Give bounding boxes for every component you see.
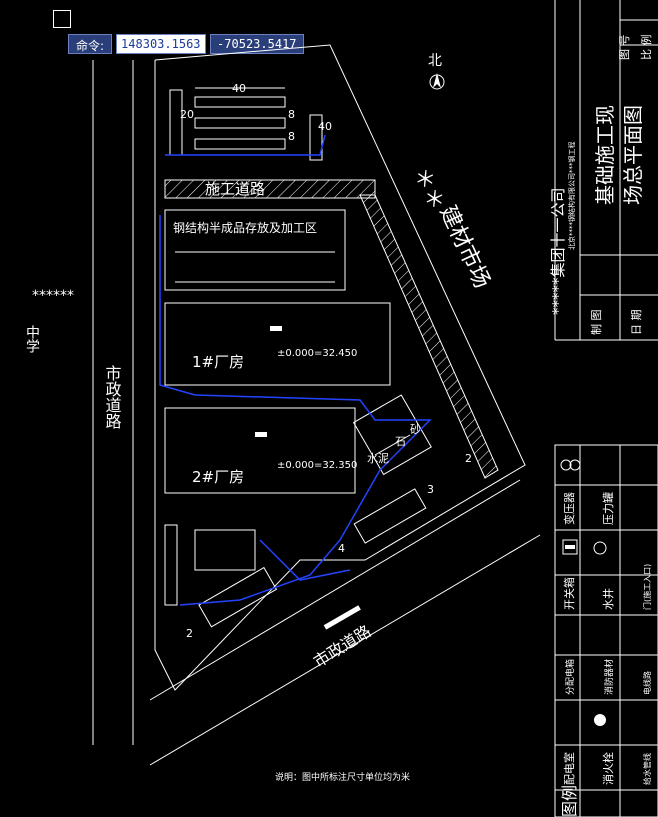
title-block — [554, 0, 658, 341]
factory-2 — [164, 407, 356, 494]
site-boundary — [154, 44, 526, 691]
num-2b: 2 — [186, 627, 193, 640]
selection-box[interactable] — [53, 10, 71, 28]
bottom-road-line — [149, 534, 541, 766]
municipal-road-left-label: 市政道路 — [103, 365, 122, 429]
sand-label: 砂 — [410, 423, 421, 436]
construction-road-label: 施工道路 — [205, 180, 265, 198]
bottom-buildings — [164, 488, 427, 628]
legend-switch-box: 开关箱 — [562, 577, 576, 610]
date-label: 日 期 — [630, 310, 643, 336]
company-name: *****集团十一公司 — [549, 187, 567, 315]
north-label: 北 — [428, 53, 442, 69]
num-4: 4 — [338, 542, 345, 555]
dim-40-right: 40 — [318, 120, 332, 133]
material-sheds — [352, 394, 432, 476]
fig-no-label: 图 号 — [618, 35, 631, 61]
factory-1-elevation: ±0.000=32.450 — [277, 348, 357, 359]
legend-transformer: 变压器 — [562, 492, 576, 525]
legend-water-pipe: 给水管线 — [642, 753, 652, 785]
num-2a: 2 — [465, 452, 472, 465]
drawing-note: 说明：图中所标注尺寸单位均为米 — [275, 771, 410, 783]
x-coordinate-input[interactable]: 148303.1563 — [116, 34, 207, 54]
legend-duty-room: 配电室 — [562, 752, 576, 785]
command-label: 命令: — [68, 34, 113, 54]
scale-label: 比 例 — [639, 35, 653, 61]
factory-2-label: 2#厂房 — [192, 468, 244, 486]
legend-hydrant: 消火栓 — [601, 752, 615, 785]
school-label: 中学 — [24, 325, 40, 353]
bottom-road-line — [149, 479, 521, 701]
market-label: 建材市场 — [435, 202, 495, 292]
school-stars: ****** — [32, 288, 74, 304]
steel-yard-label: 钢结构半成品存放及加工区 — [173, 220, 317, 235]
construction-road — [164, 179, 376, 199]
legend-title: 图例 — [560, 785, 579, 817]
num-3: 3 — [427, 483, 434, 496]
water-pipe-line — [159, 215, 432, 606]
market-wall — [359, 194, 499, 479]
water-pipe-line — [259, 539, 351, 581]
legend-distribution-box: 分配电箱 — [564, 659, 576, 695]
factory-2-elevation: ±0.000=32.350 — [277, 460, 357, 471]
market-stars: ＊＊ — [408, 164, 449, 214]
dormitory-group — [169, 87, 323, 161]
legend-fire-device: 消防器材 — [603, 659, 615, 695]
draw-label: 制 图 — [590, 310, 603, 336]
dim-40-top: 40 — [232, 82, 246, 95]
legend-gate: 门(施工入口) — [642, 564, 652, 610]
factory-1-label: 1#厂房 — [192, 353, 244, 371]
drawing-title-1: 基础施工现 — [593, 105, 617, 205]
dim-8b: 8 — [288, 130, 295, 143]
small-company-name: 北京****钢结构有限公司***钢工程 — [567, 142, 576, 251]
legend-pressure-tank: 压力罐 — [602, 492, 615, 525]
legend-well: 水井 — [601, 588, 615, 610]
water-pipe-line — [165, 134, 326, 156]
legend-block — [554, 444, 658, 817]
command-bar: 命令: 148303.1563 -70523.5417 — [68, 34, 305, 54]
legend-power-line: 电线路 — [642, 671, 652, 695]
dim-20: 20 — [180, 108, 194, 121]
drawing-title-2: 场总平面图 — [621, 105, 645, 205]
municipal-road-bottom-label: 市政道路 — [310, 621, 374, 671]
factory-1 — [164, 302, 391, 386]
steel-yard — [164, 209, 346, 291]
gate-marker — [323, 605, 361, 630]
cement-label: 水泥 — [367, 452, 389, 465]
dim-8a: 8 — [288, 108, 295, 121]
stone-label: 石 — [395, 435, 406, 448]
